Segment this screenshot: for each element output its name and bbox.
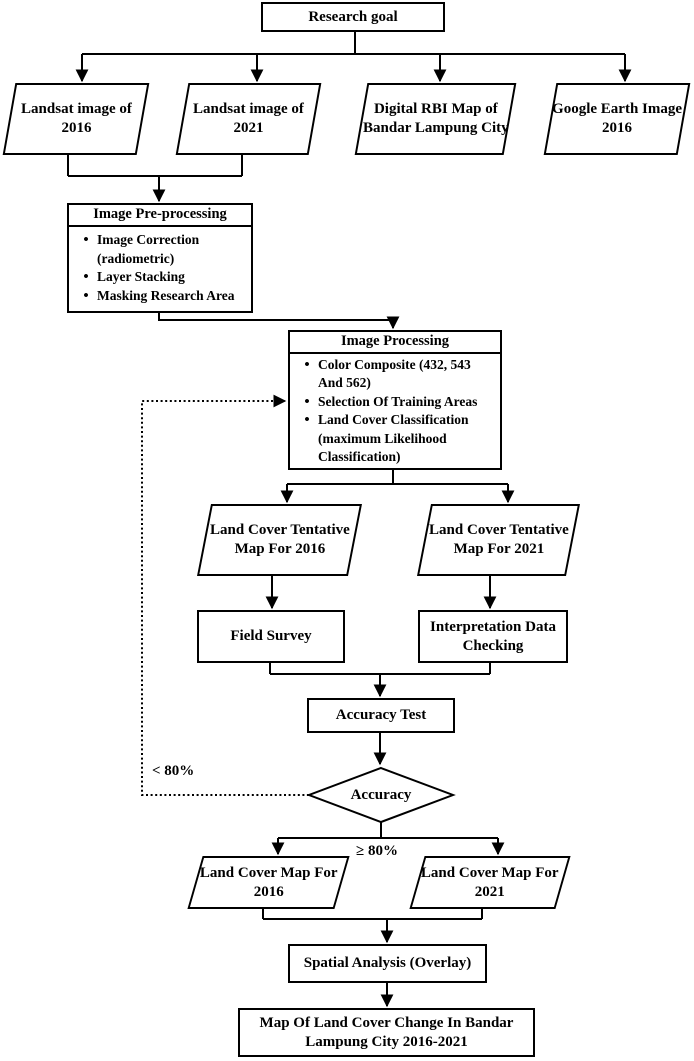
step-label: Selection Of Training Areas bbox=[318, 393, 478, 409]
preprocessing-steps: • Image Correction (radiometric) • Layer… bbox=[69, 227, 251, 306]
preprocessing-title: Image Pre-processing bbox=[69, 205, 251, 227]
node-research-goal: Research goal bbox=[261, 2, 445, 32]
processing-steps: • Color Composite (432, 543 And 562) • S… bbox=[290, 354, 500, 466]
decision-label-lt80: < 80% bbox=[152, 763, 195, 779]
step-label: Masking Research Area bbox=[97, 288, 235, 304]
bullet-icon: • bbox=[304, 393, 310, 410]
node-label: Digital RBI Map of Bandar Lampung City bbox=[362, 101, 509, 136]
connector-processing-split bbox=[287, 470, 508, 485]
node-label: Land Cover Tentative Map For 2016 bbox=[209, 522, 350, 557]
bullet-icon: • bbox=[304, 412, 310, 429]
connector-survey-merge bbox=[269, 663, 491, 675]
decision-label-ge80: ≥ 80% bbox=[356, 843, 398, 859]
connector-goal-split bbox=[82, 32, 625, 55]
node-accuracy-decision: Accuracy bbox=[309, 768, 453, 822]
list-item: • Layer Stacking bbox=[75, 268, 249, 287]
node-accuracy-test: Accuracy Test bbox=[307, 698, 455, 733]
node-label: Map Of Land Cover Change In Bandar Lampu… bbox=[259, 1014, 514, 1050]
node-label: Research goal bbox=[308, 8, 398, 25]
list-item: • Masking Research Area bbox=[75, 287, 249, 306]
node-landsat-2016: Landsat image of 2016 bbox=[2, 83, 150, 155]
connector-landsat-merge bbox=[67, 155, 243, 177]
node-label: Interpretation Data Checking bbox=[430, 618, 556, 654]
bullet-icon: • bbox=[83, 232, 89, 248]
node-rbi-map: Digital RBI Map of Bandar Lampung City bbox=[354, 83, 517, 155]
connector-preprocessing-elbow bbox=[158, 313, 393, 321]
feedback-loop-connector bbox=[141, 394, 309, 796]
list-item: • Land Cover Classification (maximum Lik… bbox=[296, 411, 498, 466]
step-label: Color Composite (432, 543 And 562) bbox=[318, 357, 471, 391]
connector-maps-merge bbox=[262, 909, 483, 920]
step-label: Image Correction (radiometric) bbox=[97, 232, 200, 266]
node-tentative-map-2016: Land Cover Tentative Map For 2016 bbox=[197, 504, 362, 576]
node-label: Land Cover Tentative Map For 2021 bbox=[428, 522, 569, 557]
connector-decision-split bbox=[278, 822, 498, 839]
node-image-processing: Image Processing • Color Composite (432,… bbox=[288, 330, 502, 470]
node-spatial-analysis: Spatial Analysis (Overlay) bbox=[288, 944, 487, 983]
bullet-icon: • bbox=[83, 288, 89, 305]
step-label: Layer Stacking bbox=[97, 269, 185, 285]
list-item: • Image Correction (radiometric) bbox=[75, 231, 249, 268]
node-label: Land Cover Map For 2016 bbox=[199, 864, 338, 900]
list-item: • Selection Of Training Areas bbox=[296, 393, 498, 411]
node-landsat-2021: Landsat image of 2021 bbox=[175, 83, 322, 155]
node-result-map: Map Of Land Cover Change In Bandar Lampu… bbox=[238, 1008, 535, 1057]
node-label: Spatial Analysis (Overlay) bbox=[303, 955, 472, 972]
step-label: Land Cover Classification (maximum Likel… bbox=[318, 412, 469, 465]
node-label: Landsat image of 2021 bbox=[193, 101, 304, 136]
node-label: Accuracy Test bbox=[335, 707, 427, 724]
node-label: Google Earth Image 2016 bbox=[552, 101, 682, 136]
node-interpretation-checking: Interpretation Data Checking bbox=[418, 610, 568, 663]
bullet-icon: • bbox=[304, 357, 310, 373]
bullet-icon: • bbox=[83, 269, 89, 286]
node-label: Accuracy bbox=[350, 786, 412, 803]
node-label: Land Cover Map For 2021 bbox=[421, 864, 559, 900]
node-land-cover-map-2021: Land Cover Map For 2021 bbox=[409, 856, 571, 909]
list-item: • Color Composite (432, 543 And 562) bbox=[296, 356, 498, 393]
decision-diamond bbox=[306, 766, 456, 824]
node-tentative-map-2021: Land Cover Tentative Map For 2021 bbox=[417, 504, 580, 576]
node-land-cover-map-2016: Land Cover Map For 2016 bbox=[187, 856, 350, 909]
processing-title: Image Processing bbox=[290, 332, 500, 354]
node-label: Field Survey bbox=[230, 628, 312, 645]
node-image-preprocessing: Image Pre-processing • Image Correction … bbox=[67, 203, 253, 313]
node-field-survey: Field Survey bbox=[197, 610, 345, 663]
node-label: Landsat image of 2016 bbox=[20, 101, 132, 136]
node-google-earth: Google Earth Image 2016 bbox=[543, 83, 691, 155]
